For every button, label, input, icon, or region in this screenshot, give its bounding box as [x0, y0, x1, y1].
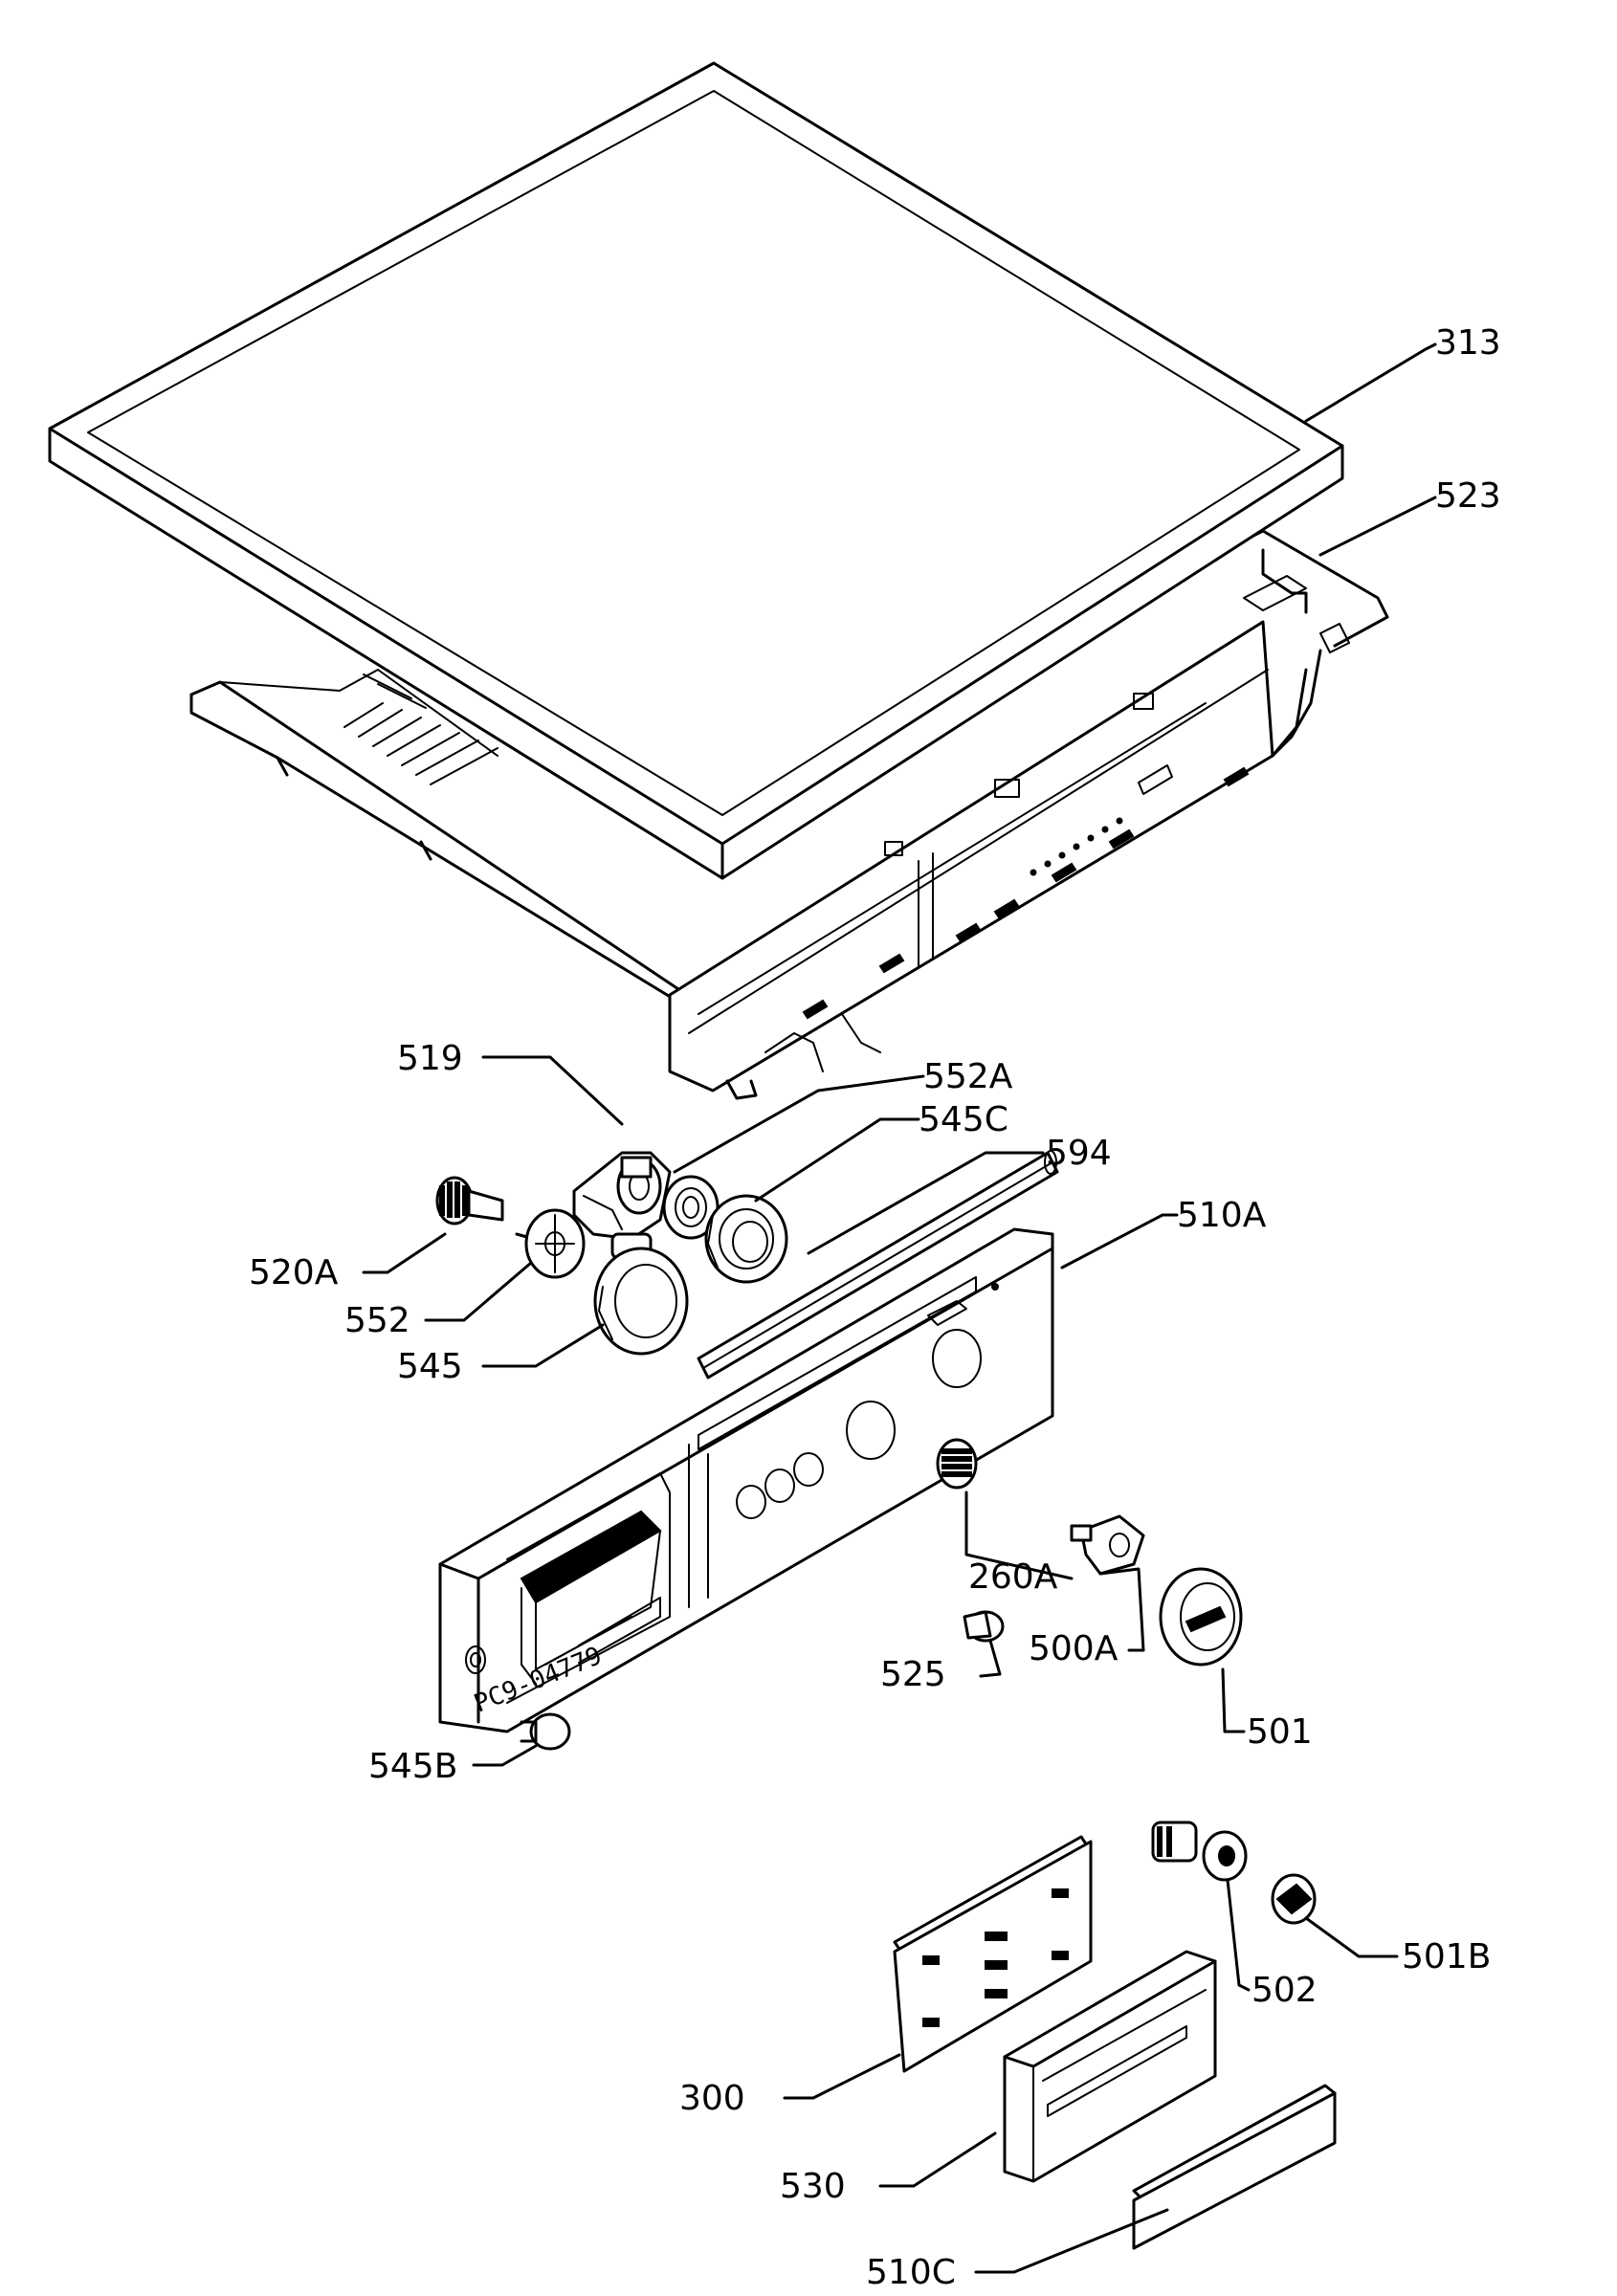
label-500A: 500A [1029, 1629, 1119, 1668]
label-545: 545 [397, 1347, 463, 1386]
label-552: 552 [344, 1301, 410, 1340]
label-525: 525 [880, 1655, 946, 1694]
label-520A: 520A [249, 1253, 339, 1292]
part-594-strip [697, 1150, 1059, 1380]
label-501B: 501B [1402, 1937, 1491, 1976]
part-552-spindle [515, 1208, 586, 1279]
label-313: 313 [1435, 323, 1501, 363]
part-500A-switch [1070, 1514, 1145, 1576]
part-525-pin [963, 1610, 1005, 1643]
part-545C-knob [704, 1194, 788, 1284]
part-501-knob [1159, 1567, 1243, 1667]
label-510A: 510A [1177, 1196, 1267, 1235]
label-545C: 545C [919, 1100, 1008, 1139]
part-313-worktop [48, 61, 1344, 880]
part-labels: 313 523 519 552A 545C 594 510A 520A 552 … [249, 323, 1501, 2292]
label-530: 530 [780, 2167, 846, 2206]
part-510C-lens [1132, 2084, 1337, 2250]
leader-lines [362, 342, 1437, 2274]
part-545-knob [593, 1232, 689, 1356]
label-260A: 260A [968, 1557, 1058, 1597]
part-300-bracket [893, 1835, 1093, 2073]
part-519-carrier [572, 1151, 672, 1241]
label-300: 300 [679, 2079, 745, 2118]
label-510C: 510C [866, 2253, 956, 2292]
part-545B-clip [520, 1712, 571, 1751]
label-594: 594 [1046, 1134, 1112, 1173]
part-520A-shaft [435, 1176, 504, 1225]
label-519: 519 [397, 1039, 463, 1078]
label-523: 523 [1435, 476, 1501, 516]
part-260A-spring [936, 1438, 978, 1490]
part-510A-control-panel: PC9-04779 [438, 1227, 1054, 1733]
label-502: 502 [1252, 1971, 1318, 2010]
part-501B-cap [1271, 1873, 1317, 1925]
label-545B: 545B [368, 1747, 457, 1786]
part-523-top-frame [189, 529, 1389, 1100]
label-552A: 552A [923, 1057, 1013, 1096]
part-502-lamp [1151, 1821, 1248, 1882]
label-501: 501 [1247, 1712, 1313, 1752]
part-530-panel [1003, 1950, 1217, 2183]
